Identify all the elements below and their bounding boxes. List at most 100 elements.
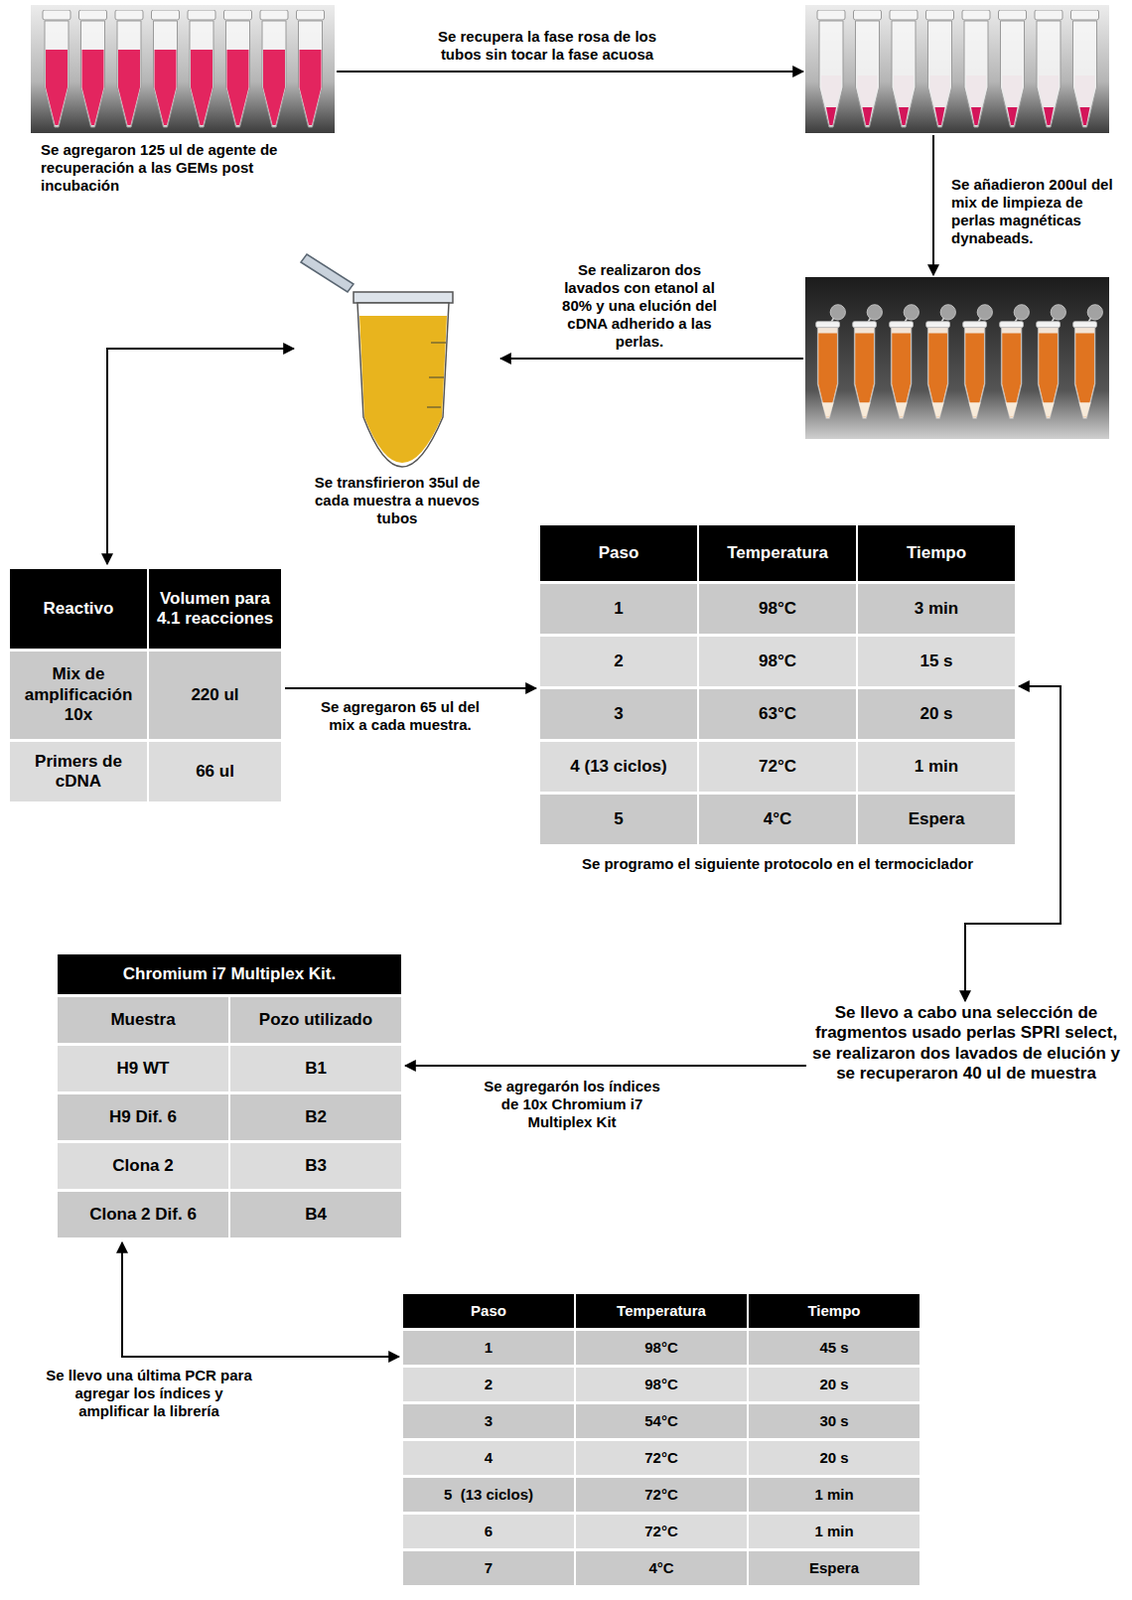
edge-label: Se añadieron 200ul del mix de limpieza d… [951,175,1121,248]
graduation-mark [426,406,441,409]
tube [999,304,1030,420]
connector-arrow [122,1242,400,1357]
table-cell-text: H9 WT [63,1058,223,1079]
table-cell-text: 220 ul [154,685,276,706]
table-cell-text: 30 s [754,1412,914,1430]
table-cell-text: Espera [754,1558,914,1577]
tube-lid [300,254,354,292]
table-cell: B1 [230,1045,402,1092]
table-node: PasoTemperaturaTiempo198°C3 min298°C15 s… [538,522,1017,848]
table-cell: 20 s [748,1440,920,1475]
table-cell: Pozo utilizado [230,996,402,1043]
connector-arrow [500,357,804,360]
edge-label: Se recupera la fase rosa de los tubos si… [417,27,678,64]
tube [1073,304,1104,420]
tube [79,9,108,128]
table-cell: 20 s [857,689,1015,739]
table-cell-text: 5 [546,809,692,830]
table-cell: 2 [540,636,698,687]
tube [1071,9,1100,128]
tube [1036,304,1067,420]
table-cell-text: 3 [409,1412,568,1430]
tube [853,9,882,128]
tube [962,9,991,128]
tube [42,9,71,128]
table-cell-text: 3 min [863,598,1009,619]
tube [926,304,957,420]
tube [852,304,883,420]
table-cell-text: 1 min [863,756,1009,777]
table-cell-text: Primers de cDNA [15,751,142,793]
table-cell: 98°C [575,1367,747,1402]
photo-node [805,277,1110,439]
table-cell: 72°C [575,1477,747,1512]
step-text: Se llevo a cabo una selección de fragmen… [808,1002,1125,1085]
table-cell: 5 (13 ciclos) [403,1477,574,1512]
table-cell-text: 2 [409,1375,568,1394]
table-cell-text: 45 s [754,1338,914,1357]
data-table: PasoTemperaturaTiempo198°C3 min298°C15 s… [538,522,1017,848]
table-cell-text: 72°C [581,1522,741,1541]
table-cell: Espera [857,794,1015,845]
table-cell: Muestra [57,996,229,1043]
connector-arrow [932,135,935,276]
table-cell: 1 [403,1330,574,1365]
tube [817,9,846,128]
tube [260,9,288,128]
text-node: Se llevo a cabo una selección de fragmen… [808,1002,1125,1085]
table-cell-text: Espera [863,809,1009,830]
table-cell-text: B2 [236,1107,396,1128]
table-node: ReactivoVolumen para 4.1 reaccionesMix d… [7,566,283,805]
table-cell: 98°C [699,583,856,634]
table-cell: Tiempo [857,525,1015,581]
table-cell: 72°C [699,741,856,792]
tube [816,304,847,420]
table-cell: 98°C [699,636,856,687]
table-cell: Espera [748,1551,920,1585]
data-table: Chromium i7 Multiplex Kit.MuestraPozo ut… [55,951,404,1241]
table-cell: Clona 2 [57,1142,229,1189]
table-cell: Paso [540,525,698,581]
table-cell-text: Pozo utilizado [236,1009,396,1030]
table-cell-text: Mix de amplificación 10x [15,664,142,725]
table-cell: H9 WT [57,1045,229,1092]
table-cell-text: Clona 2 [63,1155,223,1176]
connector-arrow [405,1064,807,1067]
table-cell-text: 1 [546,598,692,619]
tube [115,9,143,128]
table-cell: Paso [403,1293,574,1328]
cdna-liquid [359,315,447,463]
photo-gems [30,4,335,134]
table-cell: 20 s [748,1367,920,1402]
table-cell-text: Tiempo [754,1301,914,1320]
tube-body [357,302,449,467]
table-cell: Mix de amplificación 10x [9,651,147,739]
table-cell: 30 s [748,1404,920,1438]
table-cell-text: 1 min [754,1485,914,1504]
table-cell-text: 98°C [705,651,850,672]
table-cell-text: Temperatura [581,1301,741,1320]
photo-node [805,4,1110,134]
graduation-mark [430,341,446,344]
connector-arrow [284,687,537,690]
table-cell-text: 7 [409,1558,568,1577]
table-cell: 72°C [575,1514,747,1549]
table-cell-text: 1 min [754,1522,914,1541]
cdna-tube [300,254,453,467]
table-cell: 63°C [699,689,856,739]
photo-caption: Se transfirieron 35ul de cada muestra a … [295,473,499,528]
table-cell-text: 6 [409,1522,568,1541]
table-cell-text: 72°C [581,1485,741,1504]
table-cell-text: 4 (13 ciclos) [546,756,692,777]
table-cell: 4 (13 ciclos) [540,741,698,792]
table-cell: 1 min [857,741,1015,792]
table-cell-text: B1 [236,1058,396,1079]
table-cell-text: 15 s [863,651,1009,672]
tube [151,9,180,128]
edge-label: Se realizaron dos lavados con etanol al … [552,261,727,351]
tube [224,9,253,128]
table-cell: B4 [230,1191,402,1238]
photo-pink-phase [805,4,1110,134]
table-cell-text: 98°C [581,1375,741,1394]
table-cell: 2 [403,1367,574,1402]
